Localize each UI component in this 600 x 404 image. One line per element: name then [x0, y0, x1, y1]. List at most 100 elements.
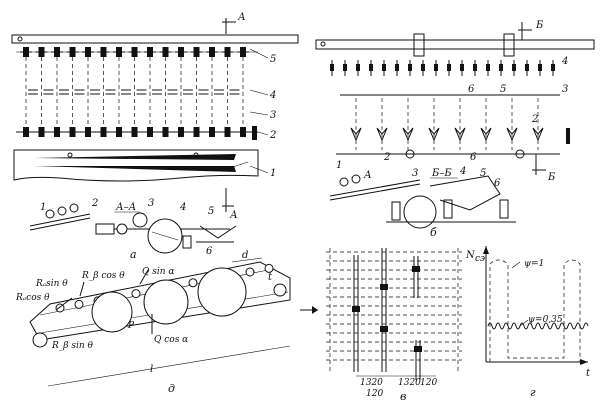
d-frame — [29, 261, 291, 341]
finger-head — [538, 64, 542, 71]
b-callout-2b: 2 — [383, 152, 390, 163]
d-label-rb-sin: R_β sin θ — [51, 341, 93, 351]
d-end-roller — [32, 332, 48, 348]
v-block — [352, 306, 360, 312]
view-d-forces: Rₐcos θ Rₐsin θ R_β cos θ R_β sin θ Q si… — [15, 250, 291, 395]
b-cutter — [350, 127, 362, 142]
b-finger-row — [330, 60, 555, 76]
bb-callout-6: 6 — [494, 178, 501, 189]
b-callout-4: 4 — [561, 56, 568, 67]
finger-head — [447, 64, 451, 71]
view-v-letter: в — [400, 390, 406, 403]
view-a-letter: а — [130, 248, 137, 261]
finger-head — [434, 64, 438, 71]
g-leader-2 — [519, 319, 529, 327]
view-b-plan: Б Б 4 3 2 2 6 5 6 Б–Б 1 А 3 4 5 — [315, 20, 595, 239]
b-callout-6b: 6 — [470, 152, 477, 163]
section-a-a: А А–А 1 2 3 4 5 6 а — [29, 188, 238, 261]
finger-head — [408, 64, 412, 71]
aa-callout-1: 1 — [40, 202, 46, 213]
leader-3 — [249, 111, 269, 116]
panel-pin-2 — [193, 152, 199, 158]
aa-pulley — [116, 223, 128, 235]
b-cutter — [480, 127, 492, 142]
g-label-psi1: ψ=1 — [524, 259, 544, 269]
v-grid-lines — [326, 248, 462, 380]
bb-support-1 — [391, 201, 401, 221]
beam-5 — [11, 34, 299, 44]
g-xlabel: t — [586, 368, 591, 379]
finger-head — [330, 64, 334, 71]
bb-support-3 — [499, 199, 509, 219]
b-callout-2: 2 — [531, 114, 538, 125]
view-a-plan: А 5 4 3 2 1 — [11, 12, 299, 182]
section-aa-title: А–А — [115, 202, 136, 213]
b-crank-1 — [413, 33, 425, 57]
v-arrowhead — [312, 306, 318, 314]
leader-5 — [249, 48, 269, 59]
aa-drum-small — [132, 212, 148, 228]
aa-incline-2 — [29, 217, 91, 231]
aa-callout-2: 2 — [91, 198, 98, 209]
section-b-top-label: Б — [535, 20, 544, 31]
leader-2 — [257, 131, 269, 136]
bb-incline — [329, 179, 421, 197]
d-force-ra — [55, 297, 73, 311]
finger-head — [369, 64, 373, 71]
b-cutter — [376, 127, 388, 142]
view-d-letter: д — [168, 382, 175, 395]
view-g-letter: г — [530, 386, 536, 399]
b-cutter — [506, 127, 518, 142]
bb-roller-1 — [339, 177, 349, 187]
v-block — [380, 326, 388, 332]
aa-drum-stroke — [151, 231, 179, 241]
finger-head — [512, 64, 516, 71]
beam-end-pin — [17, 36, 23, 42]
finger-head — [499, 64, 503, 71]
bb-incline-2 — [329, 183, 421, 201]
leader-4 — [249, 89, 269, 96]
finger-head — [421, 64, 425, 71]
bb-callout-1: 1 — [336, 160, 342, 171]
b-beam-pin — [320, 41, 326, 47]
d-label-ra-sin: Rₐsin θ — [35, 279, 68, 289]
g-label-psi035: ψ=0,35 — [528, 315, 563, 325]
finger-head — [382, 64, 386, 71]
finger-head — [356, 64, 360, 71]
g-ylabel: N — [465, 250, 476, 261]
aa-callout-6: 6 — [206, 246, 213, 257]
view-b-letter: б — [430, 226, 437, 239]
leader-1 — [229, 161, 249, 169]
v-dim-1: 1320 — [360, 378, 383, 388]
b-crank-2 — [503, 33, 515, 57]
view-v-grid: 1320 1320 120 120 в — [300, 248, 462, 403]
callout-3: 3 — [270, 110, 276, 121]
b-mid-elements — [350, 98, 544, 159]
finger-head — [473, 64, 477, 71]
leader-1b — [249, 165, 269, 174]
finger-head — [525, 64, 529, 71]
b-anchor — [566, 128, 570, 144]
d-label-q-sin: Q sin α — [142, 267, 174, 277]
aa-roller-1 — [45, 209, 55, 219]
bb-support-2 — [443, 199, 453, 219]
aa-roller-3 — [69, 203, 79, 213]
g-curve-psi1 — [489, 259, 581, 362]
bb-section-a: А — [363, 170, 372, 181]
callout-5: 5 — [270, 54, 276, 65]
callout-2: 2 — [269, 130, 276, 141]
d-dim-d — [231, 257, 263, 263]
section-a-top-label: А — [237, 12, 246, 23]
wedge-upper — [34, 154, 236, 160]
d-dim-l — [47, 345, 291, 387]
bb-lever — [429, 175, 501, 211]
d-roller — [245, 267, 255, 277]
b-cutter — [532, 127, 544, 142]
section-bb-title: Б–Б — [431, 168, 452, 179]
g-y-arrow — [483, 246, 489, 254]
section-a-bottom-label: А — [229, 210, 238, 221]
aa-roller-2 — [57, 206, 67, 216]
d-roller — [264, 263, 274, 273]
bb-callout-3: 3 — [412, 168, 418, 179]
